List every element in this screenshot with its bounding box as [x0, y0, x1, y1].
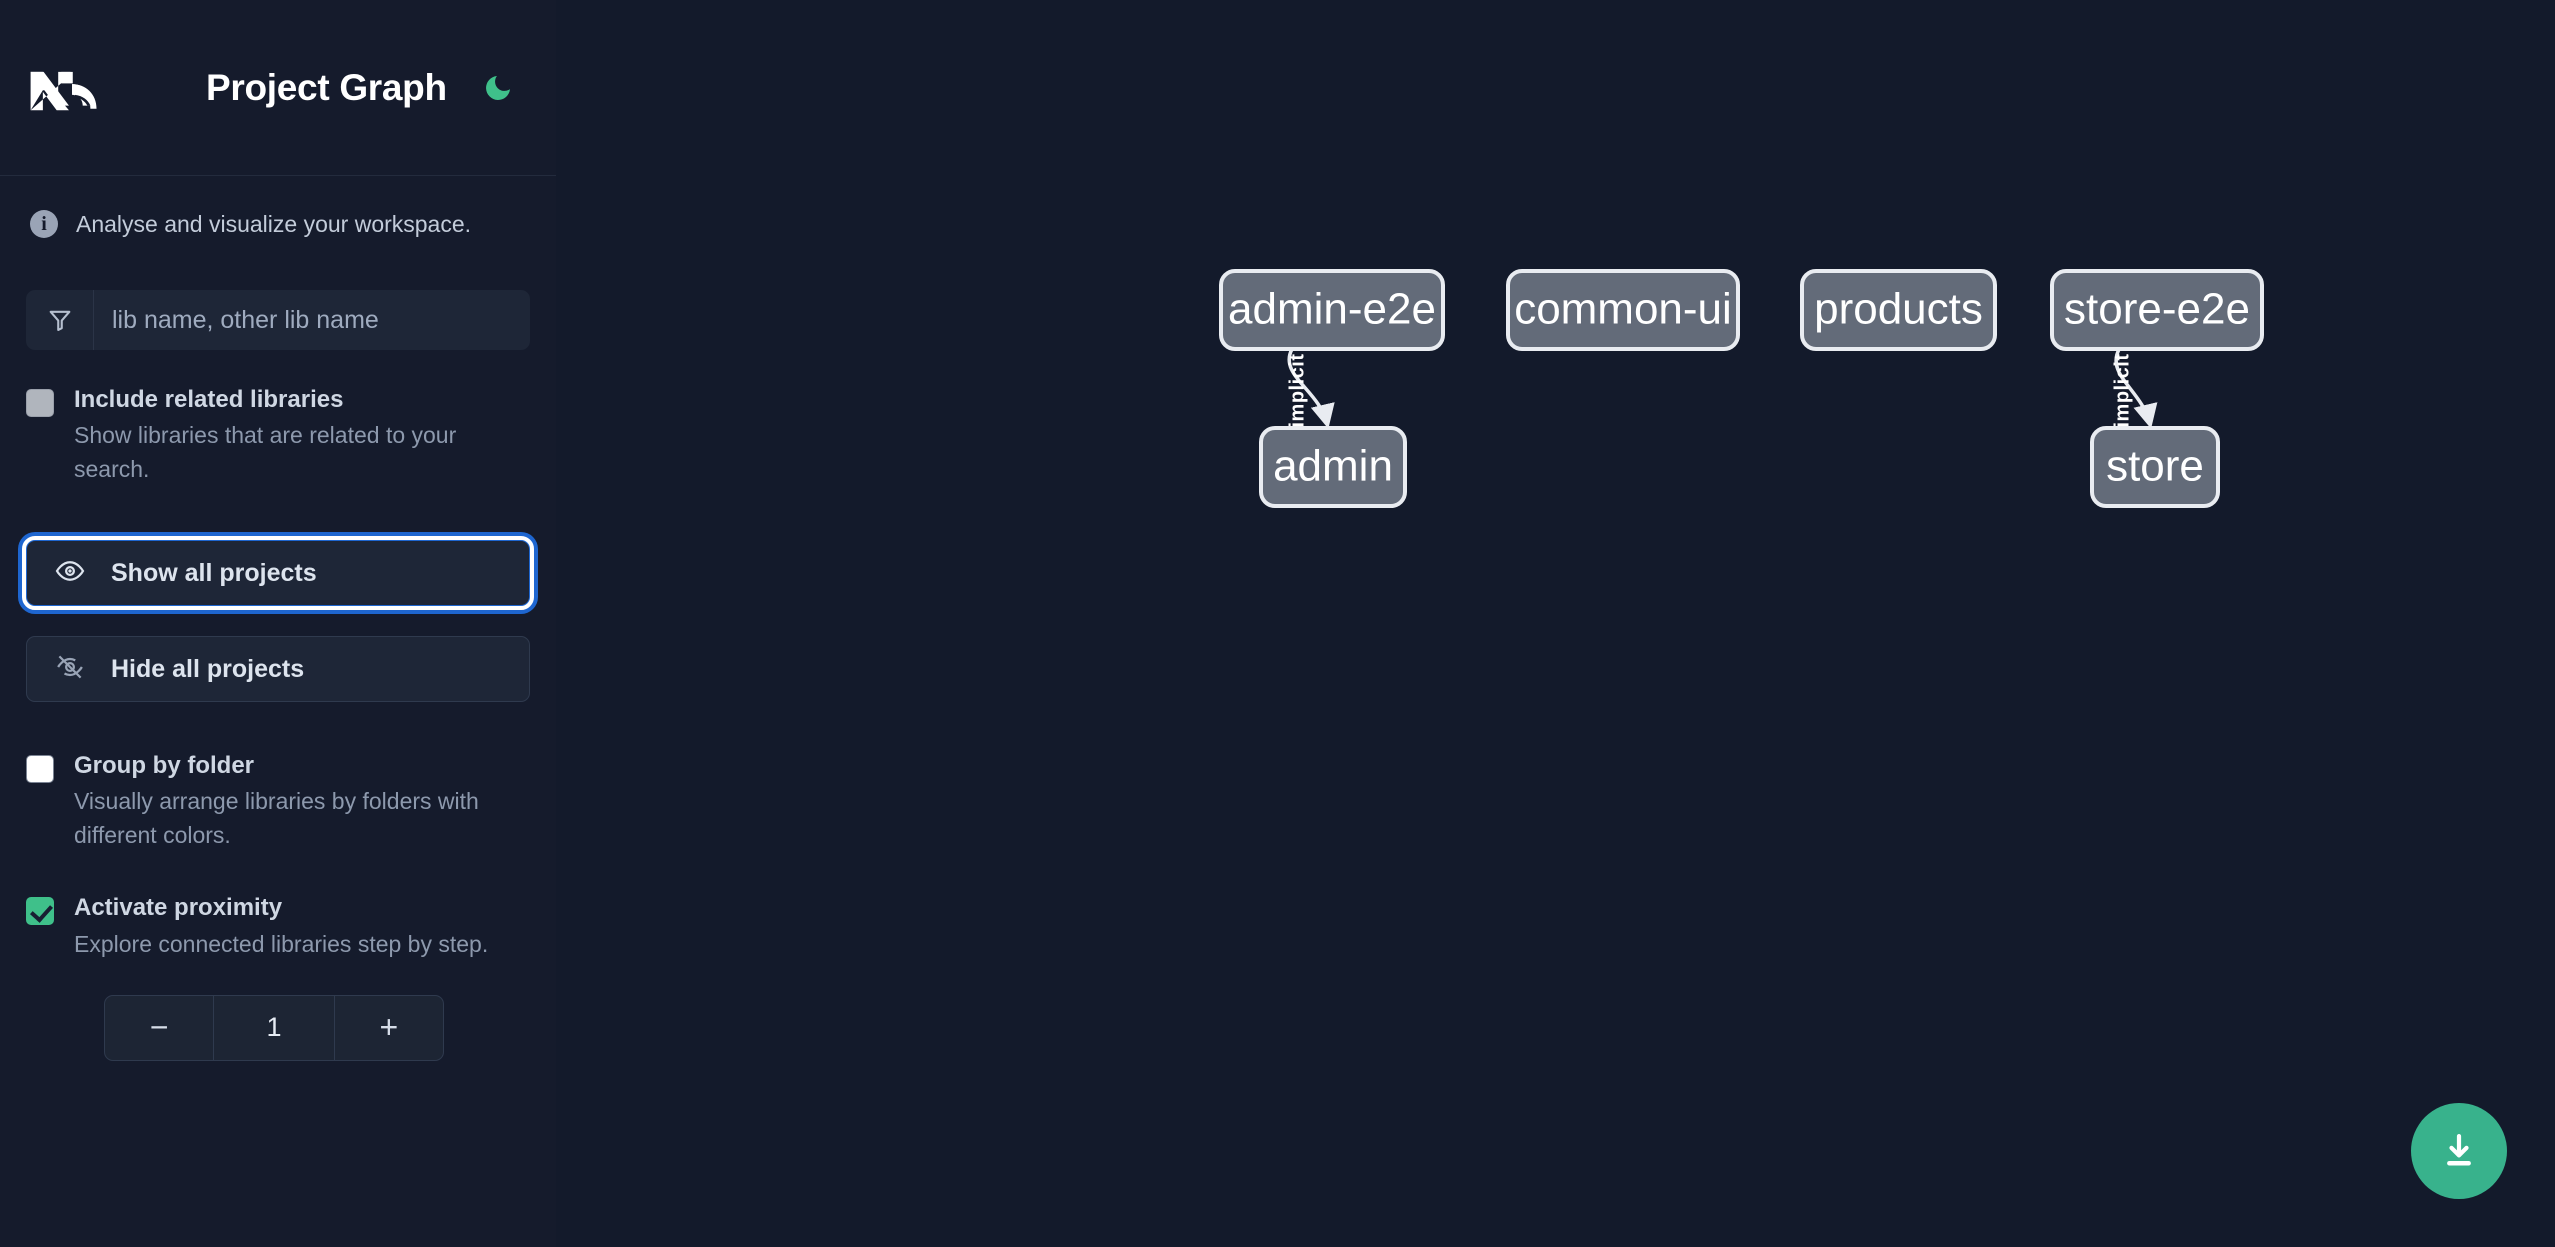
search-input[interactable] [94, 290, 530, 350]
proximity-increment-button[interactable]: + [333, 995, 443, 1060]
graph-edge-label: implicit [1287, 353, 1309, 427]
include-related-libraries-label: Include related libraries [74, 386, 344, 413]
proximity-value: 1 [266, 1012, 282, 1043]
group-by-folder-checkbox[interactable] [26, 755, 54, 784]
download-icon [2447, 1134, 2471, 1166]
graph-node-rect[interactable] [1259, 426, 1407, 508]
sidebar-header: Project Graph [0, 0, 556, 176]
proximity-stepper: − 1 + [104, 994, 444, 1061]
sidebar: Project Graph i Analyse and visualize yo… [0, 0, 556, 1247]
graph-node-rect[interactable] [2050, 269, 2264, 351]
tagline-text: Analyse and visualize your workspace. [76, 210, 472, 237]
info-icon: i [30, 210, 58, 238]
graph-node[interactable]: store [2090, 426, 2220, 508]
activate-proximity-label: Activate proximity [74, 894, 283, 922]
graph-canvas[interactable]: implicit implicit admin-e2e common-ui produ… [556, 0, 2555, 1247]
option-group-by-folder[interactable]: Group by folder Visually arrange librari… [26, 750, 530, 852]
eye-off-icon [55, 652, 85, 687]
graph-edges: implicit implicit [1287, 348, 2158, 429]
graph-edge-label: implicit [2112, 353, 2134, 427]
group-by-folder-description: Visually arrange libraries by folders wi… [74, 788, 479, 848]
sidebar-tagline: i Analyse and visualize your workspace. [0, 176, 556, 238]
graph-node-rect[interactable] [2090, 426, 2220, 508]
graph-edge[interactable] [1287, 348, 1335, 429]
graph-node-rect[interactable] [1219, 269, 1445, 351]
activate-proximity-checkbox[interactable] [26, 897, 54, 926]
include-related-libraries-description: Show libraries that are related to your … [74, 422, 457, 482]
graph-node-rect[interactable] [1800, 269, 1997, 351]
graph-edge[interactable] [2114, 348, 2158, 429]
activate-proximity-description: Explore connected libraries step by step… [74, 930, 489, 957]
nx-logo-icon [26, 57, 118, 119]
hide-all-projects-label: Hide all projects [111, 654, 305, 683]
moon-icon[interactable] [477, 67, 519, 109]
proximity-decrement-button[interactable]: − [105, 995, 215, 1060]
eye-icon [55, 556, 85, 591]
funnel-icon [26, 290, 94, 350]
graph-node[interactable]: admin-e2e [1219, 269, 1445, 351]
include-related-libraries-checkbox[interactable] [26, 389, 54, 417]
group-by-folder-label: Group by folder [74, 752, 254, 780]
graph-node[interactable]: store-e2e [2050, 269, 2264, 351]
graph-nodes: admin-e2e common-ui products store-e2e admin… [1219, 269, 2264, 508]
graph-node[interactable]: admin [1259, 426, 1407, 508]
download-image-button[interactable] [2411, 1103, 2507, 1199]
graph-node[interactable]: common-ui [1506, 269, 1740, 351]
project-graph-svg: implicit implicit admin-e2e common-ui produ… [1219, 269, 2264, 508]
option-activate-proximity[interactable]: Activate proximity Explore connected lib… [26, 892, 530, 961]
show-all-projects-label: Show all projects [111, 558, 317, 587]
graph-node[interactable]: products [1800, 269, 1997, 351]
show-all-projects-button[interactable]: Show all projects [22, 536, 534, 611]
page-title: Project Graph [206, 66, 447, 108]
graph-node-rect[interactable] [1506, 269, 1740, 351]
option-include-related-libraries[interactable]: Include related libraries Show libraries… [26, 384, 530, 486]
filter-bar [26, 290, 530, 350]
sidebar-body: Include related libraries Show libraries… [0, 290, 556, 1061]
hide-all-projects-button[interactable]: Hide all projects [26, 636, 530, 703]
